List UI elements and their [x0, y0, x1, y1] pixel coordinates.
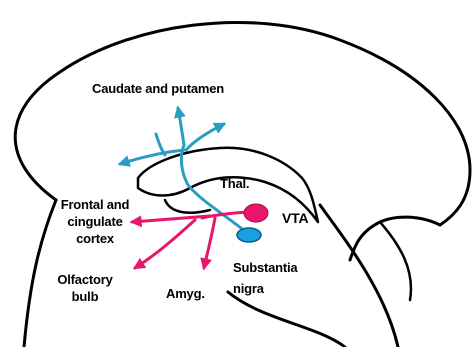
- pink-branch-amygdala: [204, 218, 215, 268]
- frontal-label-line2: cingulate: [45, 213, 145, 230]
- blue-branch-up: [178, 108, 184, 145]
- blue-branch-small: [156, 134, 165, 155]
- frontal-label-line3: cortex: [45, 230, 145, 247]
- frontal-label-line1: Frontal and: [45, 196, 145, 213]
- brainstem-right: [320, 205, 398, 347]
- substantia-nigra-nucleus: [237, 228, 261, 242]
- amygdala-label: Amyg.: [166, 286, 205, 301]
- olfactory-bulb-label: Olfactory bulb: [45, 271, 125, 305]
- vta-label: VTA: [282, 210, 308, 226]
- olfactory-label-line2: bulb: [45, 288, 125, 305]
- brainstem-outline: [228, 292, 345, 347]
- cerebellum-outline: [380, 222, 411, 300]
- olfactory-label-line1: Olfactory: [45, 271, 125, 288]
- substantia-label-line1: Substantia: [233, 257, 297, 278]
- thalamus-outline: [165, 200, 210, 213]
- substantia-nigra-label: Substantia nigra: [233, 257, 297, 299]
- caudate-putamen-label: Caudate and putamen: [92, 81, 224, 96]
- thalamus-label: Thal.: [220, 176, 249, 191]
- frontal-cingulate-cortex-label: Frontal and cingulate cortex: [45, 196, 145, 247]
- vta-nucleus: [244, 204, 268, 222]
- substantia-label-line2: nigra: [233, 278, 297, 299]
- blue-branch-upright: [186, 124, 224, 150]
